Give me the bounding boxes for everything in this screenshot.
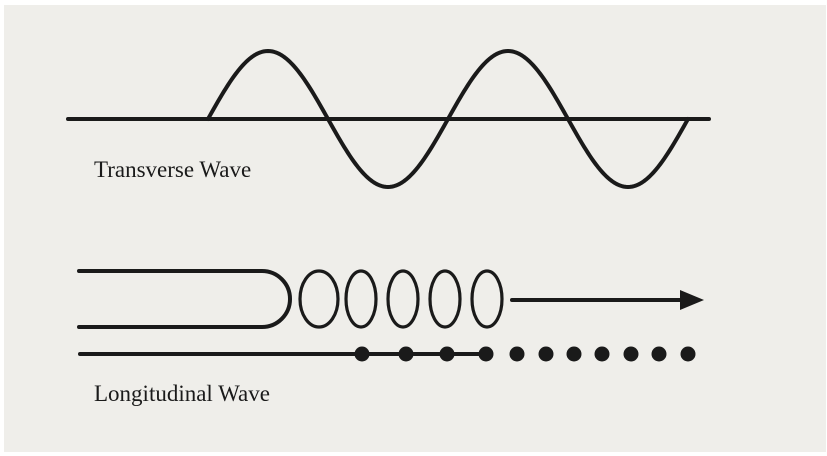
longitudinal-wave-group: Longitudinal Wave [77,269,704,406]
particle-dot [398,346,414,362]
particle-dot [354,346,370,362]
particle-dot [509,346,525,362]
particle-dot [680,346,696,362]
spring-coil [470,269,504,329]
particle-dot [538,346,554,362]
arrow-right-icon [680,290,704,310]
particle-dots [354,346,696,362]
spring-coil [386,269,420,329]
spring-coil [344,269,378,329]
spring-body [77,269,292,329]
particle-dot [623,346,639,362]
particle-dot [566,346,582,362]
particle-dot [478,346,494,362]
transverse-sine-wave [206,49,690,189]
spring-coils [298,269,504,329]
spring-coil [298,269,340,329]
spring-coil [428,269,462,329]
figure-background [4,5,826,452]
particle-dot [651,346,667,362]
particle-dot [439,346,455,362]
longitudinal-wave-label: Longitudinal Wave [94,381,270,406]
transverse-wave-label: Transverse Wave [94,157,251,182]
transverse-wave-group: Transverse Wave [66,49,711,189]
particle-dot [594,346,610,362]
